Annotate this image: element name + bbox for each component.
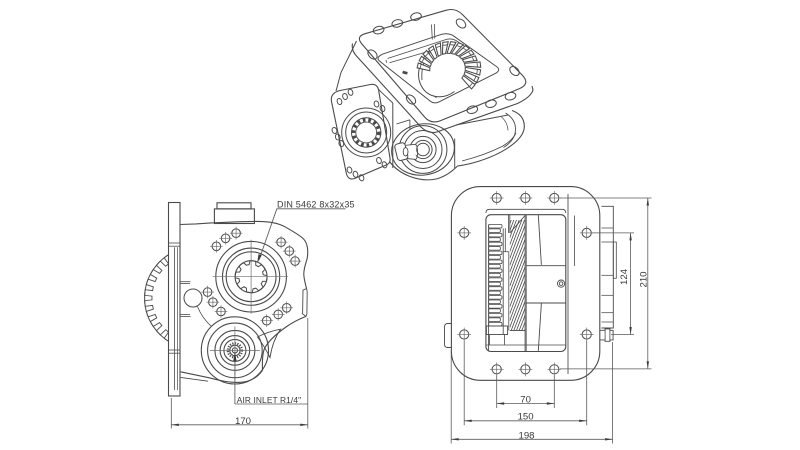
svg-text:170: 170 — [235, 416, 251, 427]
svg-text:70: 70 — [520, 395, 531, 406]
svg-text:210: 210 — [638, 271, 649, 287]
svg-text:AIR INLET R1/4": AIR INLET R1/4" — [237, 395, 301, 405]
svg-text:150: 150 — [518, 412, 534, 423]
svg-text:198: 198 — [518, 430, 534, 441]
svg-text:DIN 5462 8x32x35: DIN 5462 8x32x35 — [277, 199, 355, 209]
svg-text:124: 124 — [619, 268, 630, 285]
